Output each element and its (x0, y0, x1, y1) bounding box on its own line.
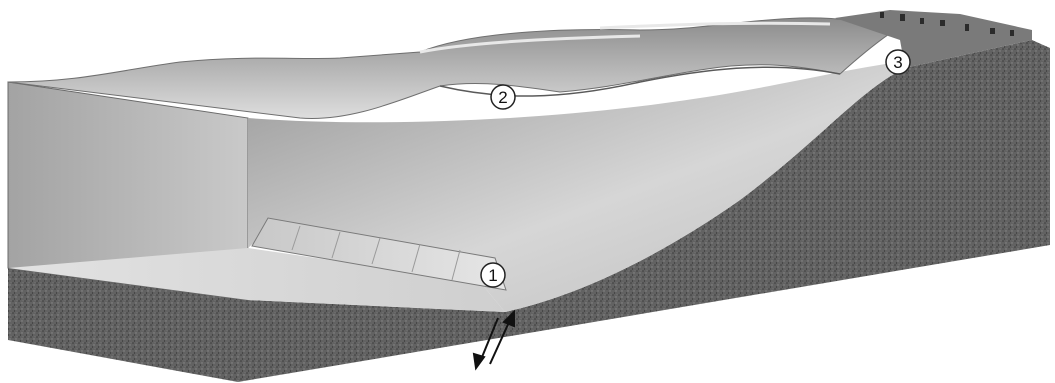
marker-2: 2 (491, 85, 515, 109)
marker-3: 3 (886, 50, 910, 74)
arrow-down-icon (474, 354, 484, 368)
svg-text:3: 3 (893, 53, 902, 72)
svg-text:1: 1 (488, 266, 497, 285)
svg-text:2: 2 (498, 88, 507, 107)
marker-1: 1 (481, 263, 505, 287)
